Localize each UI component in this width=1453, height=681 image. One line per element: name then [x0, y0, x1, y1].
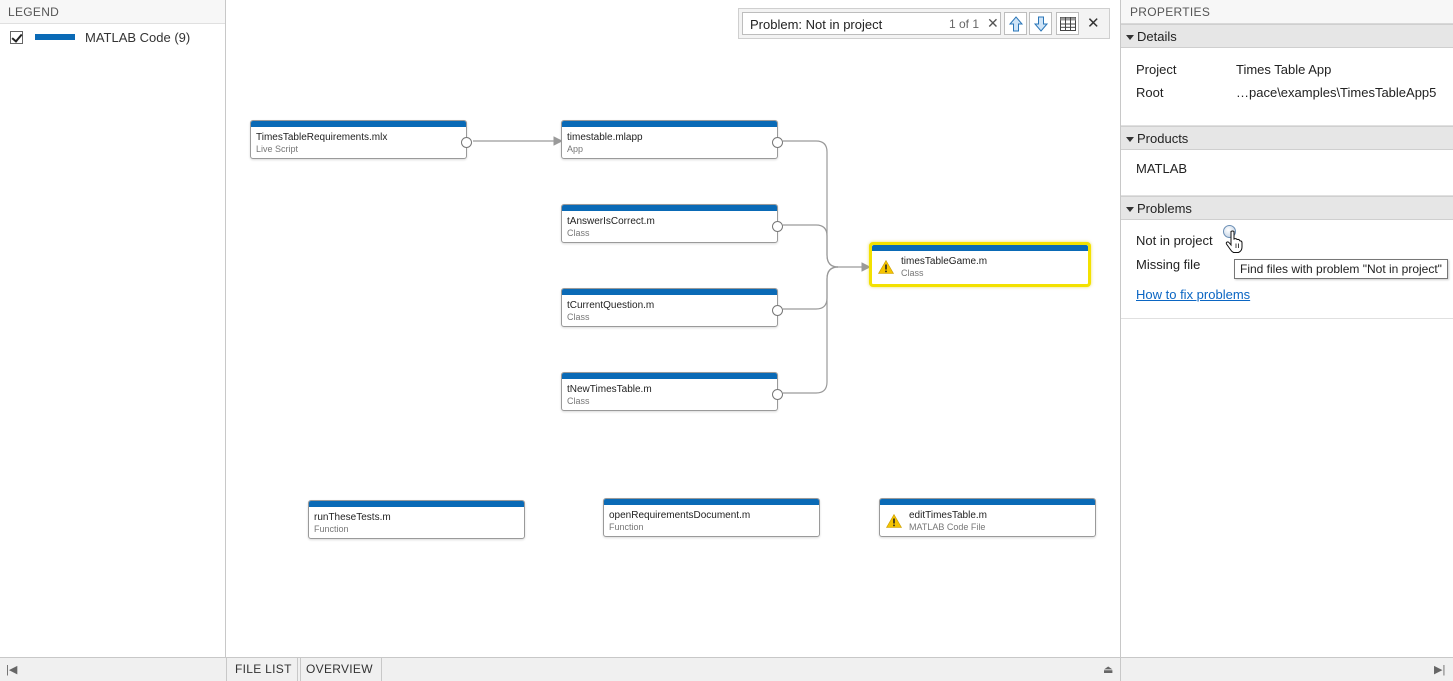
node-name: tNewTimesTable.m — [567, 384, 652, 395]
node-open-requirements-document[interactable]: openRequirementsDocument.m Function — [603, 498, 820, 537]
products-section-header[interactable]: Products — [1121, 126, 1453, 150]
node-times-table-game[interactable]: timesTableGame.m Class — [869, 242, 1091, 287]
node-edit-times-table[interactable]: editTimesTable.m MATLAB Code File — [879, 498, 1096, 537]
collapse-right-icon[interactable]: ▶| — [1434, 664, 1446, 676]
product-item: MATLAB — [1136, 161, 1188, 176]
arrow-down-icon — [1033, 16, 1048, 32]
products-section: MATLAB — [1121, 150, 1453, 196]
search-input[interactable]: Problem: Not in project 1 of 1 ✕ — [742, 12, 1001, 35]
details-section-header[interactable]: Details — [1121, 24, 1453, 48]
node-name: tCurrentQuestion.m — [567, 300, 655, 311]
node-type: Live Script — [256, 144, 299, 154]
node-port[interactable] — [772, 137, 783, 148]
warning-icon — [878, 260, 894, 274]
expand-panel-icon[interactable]: ⏏ — [1103, 664, 1114, 676]
node-type: Function — [609, 522, 644, 532]
legend-item-label: MATLAB Code (9) — [85, 29, 191, 45]
project-value: Times Table App — [1236, 62, 1332, 77]
node-name: timestable.mlapp — [567, 132, 643, 143]
clear-search-icon[interactable]: ✕ — [987, 15, 999, 31]
edge-current-to-game — [783, 266, 839, 310]
properties-panel: PROPERTIES Details Project Times Table A… — [1120, 0, 1453, 657]
legend-panel: LEGEND MATLAB Code (9) — [0, 0, 226, 657]
find-files-tooltip: Find files with problem "Not in project" — [1234, 259, 1448, 279]
show-results-table-button[interactable] — [1056, 12, 1079, 35]
edge-answer-to-game — [783, 224, 839, 268]
legend-checkbox[interactable] — [10, 30, 23, 44]
arrow-up-icon — [1008, 15, 1023, 31]
node-port[interactable] — [772, 221, 783, 232]
problems-section-header[interactable]: Problems — [1121, 196, 1453, 220]
bottom-bar: |◀ FILE LIST OVERVIEW ⏏ ▶| — [0, 657, 1453, 681]
node-run-these-tests[interactable]: runTheseTests.m Function — [308, 500, 525, 539]
previous-result-button[interactable] — [1004, 12, 1027, 35]
dependency-graph-canvas[interactable]: TimesTableRequirements.mlx Live Script t… — [226, 0, 1120, 657]
node-t-answer-is-correct[interactable]: tAnswerIsCorrect.m Class — [561, 204, 783, 243]
collapse-left-icon[interactable]: |◀ — [6, 664, 18, 676]
details-section: Project Times Table App Root …pace\examp… — [1121, 48, 1453, 126]
node-type: App — [567, 144, 584, 154]
legend-title: LEGEND — [0, 0, 225, 24]
next-result-button[interactable] — [1029, 12, 1052, 35]
node-t-current-question[interactable]: tCurrentQuestion.m Class — [561, 288, 783, 327]
node-name: editTimesTable.m — [909, 510, 987, 521]
tab-file-list[interactable]: FILE LIST — [226, 658, 301, 681]
legend-item-matlab-code[interactable]: MATLAB Code (9) — [10, 28, 190, 46]
node-type: Class — [567, 396, 590, 406]
problem-search-bar: Problem: Not in project 1 of 1 ✕ — [738, 8, 1110, 39]
node-port[interactable] — [461, 137, 472, 148]
node-timestable-app[interactable]: timestable.mlapp App — [561, 120, 783, 159]
problem-not-in-project: Not in project — [1136, 233, 1213, 248]
legend-color-swatch — [35, 34, 75, 40]
hand-cursor-icon — [1225, 230, 1243, 253]
search-result-count: 1 of 1 — [949, 17, 980, 31]
node-name: openRequirementsDocument.m — [609, 510, 751, 521]
node-type: Class — [567, 228, 590, 238]
properties-title: PROPERTIES — [1121, 0, 1453, 24]
project-label: Project — [1136, 62, 1177, 77]
node-port[interactable] — [772, 305, 783, 316]
node-name: runTheseTests.m — [314, 512, 391, 523]
node-times-table-requirements[interactable]: TimesTableRequirements.mlx Live Script — [250, 120, 472, 159]
problem-missing-file: Missing file — [1136, 257, 1201, 272]
node-type: MATLAB Code File — [909, 522, 986, 532]
problems-section: Not in project Missing file How to fix p… — [1121, 220, 1453, 319]
graph-edges — [473, 136, 871, 394]
node-type: Class — [901, 268, 924, 278]
node-name: tAnswerIsCorrect.m — [567, 216, 655, 227]
node-name: timesTableGame.m — [901, 256, 988, 267]
edge-newtable-to-game — [783, 266, 839, 394]
node-type: Function — [314, 524, 349, 534]
node-t-new-times-table[interactable]: tNewTimesTable.m Class — [561, 372, 783, 411]
tab-overview[interactable]: OVERVIEW — [297, 658, 382, 681]
table-icon — [1059, 16, 1076, 31]
node-port[interactable] — [772, 389, 783, 400]
search-text: Problem: Not in project — [750, 17, 883, 32]
how-to-fix-problems-link[interactable]: How to fix problems — [1136, 287, 1251, 302]
node-name: TimesTableRequirements.mlx — [256, 132, 388, 143]
close-search-icon[interactable]: ✕ — [1087, 15, 1100, 32]
root-label: Root — [1136, 85, 1164, 100]
node-type: Class — [567, 312, 590, 322]
warning-icon — [886, 514, 902, 528]
root-value: …pace\examples\TimesTableApp5 — [1236, 85, 1437, 100]
